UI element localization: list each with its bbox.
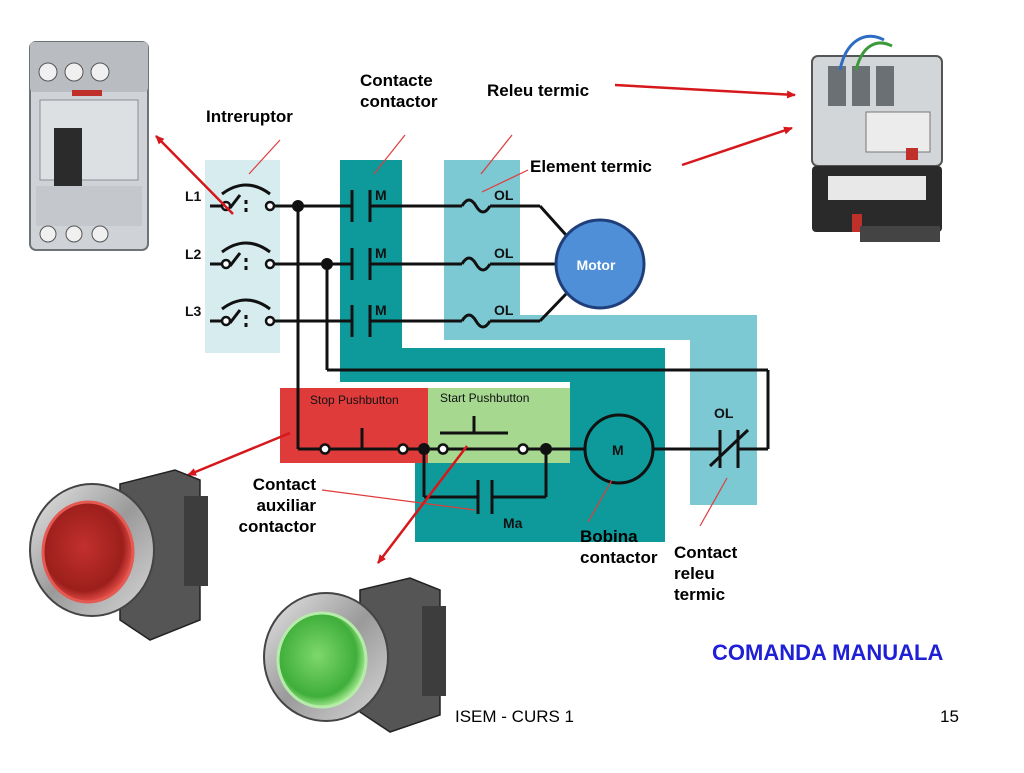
footer-course: ISEM - CURS 1 [455,707,575,726]
slide-title: COMANDA MANUALA [712,640,944,665]
stop-pushbutton-label: Stop Pushbutton [310,393,399,407]
circuit-breaker-symbol [220,183,276,327]
callout-element-termic: Element termic [530,157,652,176]
pushbutton-terminals [319,443,529,455]
overload-relay-zone [444,160,757,505]
overload-label-3: OL [494,302,514,318]
callout-intreruptor: Intreruptor [206,107,293,126]
contact-label-m1: M [375,187,387,203]
red-pushbutton-icon [29,469,208,641]
callout-releu-termic: Releu termic [487,81,590,100]
start-pushbutton-label: Start Pushbutton [440,391,529,405]
overload-label-2: OL [494,245,514,261]
line-label-l1: L1 [185,188,202,204]
leader-lines [248,134,728,527]
aux-contact-label: Ma [503,515,523,531]
aux-contact-symbol [476,480,494,514]
overload-relay-icon [811,34,943,242]
overload-contact-label: OL [714,405,734,421]
contact-label-m2: M [375,245,387,261]
circuit-breaker-icon [29,41,149,251]
overload-label-1: OL [494,187,514,203]
coil-symbol [583,413,655,485]
callout-bobina-contactor: Bobina contactor [580,527,658,567]
green-pushbutton-icon [263,577,446,733]
line-label-l2: L2 [185,246,202,262]
control-wires [298,416,768,499]
schematic-labels: L1 L2 L3 M M M OL OL OL M Ma OL [185,187,734,531]
callout-contact-releu-termic: Contact releu termic [674,543,738,604]
contact-label-m3: M [375,302,387,318]
line-label-l3: L3 [185,303,202,319]
callout-contact-auxiliar: Contact auxiliar contactor [238,475,316,536]
motor-label: Motor [577,257,616,273]
overload-elements [460,198,492,329]
power-wires [210,204,770,449]
contactor-contacts [350,190,372,337]
callout-contacte-contactor: Contacte contactor [360,71,438,111]
red-arrows [155,83,796,564]
page-number: 15 [940,707,959,726]
overload-contact-symbol [708,428,750,468]
coil-label: M [612,442,624,458]
motor-symbol [554,218,646,310]
